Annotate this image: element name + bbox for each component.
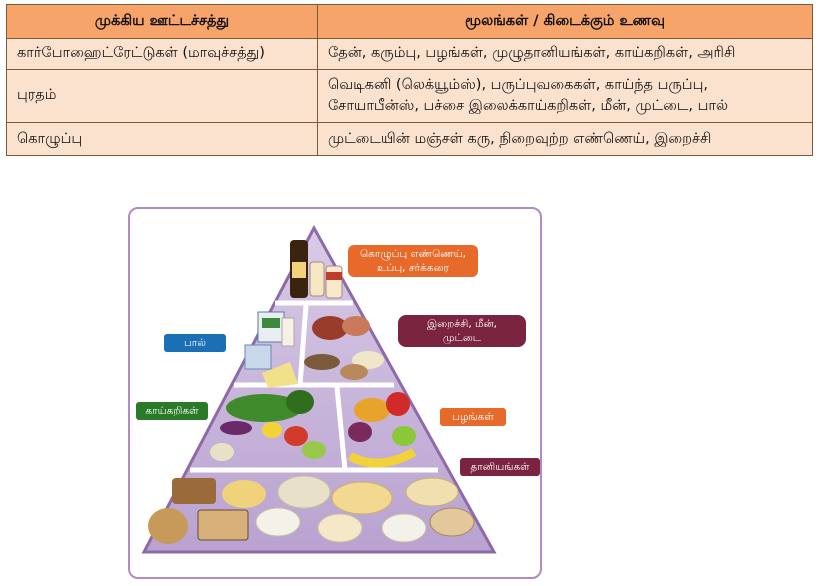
label-fats: கொழுப்பு எண்ணெய், உப்பு, சர்க்கரை	[348, 245, 478, 277]
rice-bowl-icon	[255, 507, 301, 537]
cell-nutrient: புரதம்	[6, 69, 318, 123]
bread-loaf-icon	[148, 508, 188, 544]
label-grains: தானியங்கள்	[460, 458, 540, 476]
label-vegetables: காய்கறிகள்	[136, 402, 208, 420]
label-meat-line-2: முட்டை	[442, 332, 482, 344]
vegetables-icon	[226, 394, 302, 422]
eggplant-icon	[220, 421, 252, 435]
cell-sources: வெடிகனி (லெக்யூம்ஸ்), பருப்புவகைகள், காய…	[317, 69, 813, 123]
table-row: புரதம் வெடிகனி (லெக்யூம்ஸ்), பருப்புவகைக…	[6, 69, 813, 123]
tomato-icon	[284, 426, 308, 446]
cereal-icon	[222, 480, 266, 508]
sugar-jar-icon	[325, 265, 343, 299]
sources-line-1: வெடிகனி (லெக்யூம்ஸ்), பருப்புவகைகள், காய…	[328, 77, 708, 93]
yogurt-icon	[281, 317, 295, 347]
milk-box-icon	[244, 344, 272, 370]
header-nutrient: முக்கிய ஊட்டச்சத்து	[6, 4, 318, 39]
label-fats-line-2: உப்பு, சர்க்கரை	[377, 262, 449, 274]
label-meat: இறைச்சி, மீன், முட்டை	[398, 315, 526, 347]
table-header-row: முக்கிய ஊட்டச்சத்து மூலங்கள் / கிடைக்கும…	[6, 4, 813, 39]
pasta-icon	[331, 481, 393, 515]
table-row: கொழுப்பு முட்டையின் மஞ்சள் கரு, நிறைவுற்…	[6, 122, 813, 156]
cheese-icon	[262, 362, 298, 388]
sources-line-2: சோயாபீன்ஸ், பச்சை இலைக்காய்கறிகள், மீன்,…	[328, 98, 728, 114]
bread-icon	[172, 478, 216, 504]
cell-sources: தேன், கரும்பு, பழங்கள், முழுதானியங்கள், …	[317, 38, 813, 70]
tier-line	[297, 304, 309, 386]
mushroom-icon	[210, 443, 234, 461]
porridge-bowl-icon	[277, 475, 331, 509]
nuts-icon	[340, 364, 368, 380]
tofu-icon	[352, 351, 384, 369]
fruits-icon	[354, 398, 390, 422]
grain-bowl-icon	[429, 507, 475, 537]
pepper-icon	[262, 422, 282, 438]
label-fruits: பழங்கள்	[440, 408, 506, 426]
label-meat-line-1: இறைச்சி, மீன்,	[426, 318, 497, 330]
nutrition-table: முக்கிய ஊட்டச்சத்து மூலங்கள் / கிடைக்கும…	[6, 4, 813, 156]
label-milk: பால்	[164, 334, 226, 352]
label-fats-line-1: கொழுப்பு எண்ணெய்,	[360, 248, 466, 260]
salt-shaker-icon	[309, 261, 325, 297]
cell-nutrient: கொழுப்பு	[6, 122, 318, 156]
fish-icon	[304, 354, 340, 370]
meat-icon	[312, 316, 348, 340]
noodles-icon	[405, 477, 459, 507]
tier-line	[334, 386, 348, 471]
table-row: கார்போஹைட்ரேட்டுகள் (மாவுச்சத்து) தேன், …	[6, 38, 813, 70]
banana-icon	[347, 448, 417, 468]
header-sources: மூலங்கள் / கிடைக்கும் உணவு	[317, 4, 813, 39]
cell-sources: முட்டையின் மஞ்சள் கரு, நிறைவுற்ற எண்ணெய்…	[317, 122, 813, 156]
